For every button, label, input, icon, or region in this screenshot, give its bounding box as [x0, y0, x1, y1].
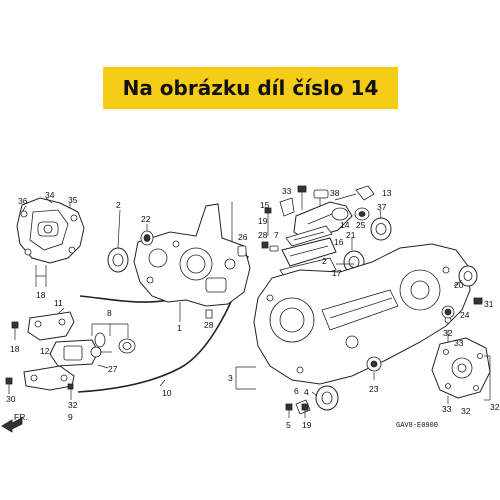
callout-30: 30 [6, 394, 16, 404]
callout-10: 10 [162, 388, 172, 398]
lever-9[interactable] [23, 365, 75, 391]
callout-18-left: 18 [10, 344, 20, 354]
bracket-11[interactable] [27, 311, 75, 341]
seal-24[interactable] [441, 305, 455, 319]
direction-label: FR. [14, 412, 28, 422]
bolt-31[interactable] [473, 297, 483, 305]
seal-8[interactable] [94, 332, 136, 354]
callout-28-center: 28 [258, 230, 268, 240]
callout-21: 21 [346, 230, 356, 240]
callout-16: 16 [334, 237, 344, 247]
bolt-32-left[interactable] [67, 383, 74, 400]
dowel-26[interactable] [237, 245, 247, 257]
callout-32-left: 32 [68, 400, 78, 410]
callout-1: 1 [177, 323, 182, 333]
title-banner: Na obrázku díl číslo 14 [103, 67, 398, 109]
bolt-5[interactable] [285, 403, 293, 418]
callout-2-center: 2 [322, 256, 327, 266]
bolt-33-top[interactable] [297, 185, 307, 210]
callout-26: 26 [238, 232, 248, 242]
bearing-4[interactable] [315, 385, 339, 411]
cover-plate-34[interactable] [16, 197, 85, 264]
callout-2-left: 2 [116, 200, 121, 210]
callout-32-bottom: 32 [461, 406, 471, 416]
gasket-16[interactable] [285, 225, 333, 247]
seal-25[interactable] [354, 207, 370, 221]
bolt-18-left[interactable] [11, 321, 19, 340]
bolt-19-bottom[interactable] [301, 403, 309, 418]
cap-13[interactable] [355, 185, 375, 201]
banner-title: Na obrázku díl číslo 14 [122, 76, 379, 100]
intake-pipe-14[interactable] [293, 201, 353, 241]
callout-4: 4 [304, 387, 309, 397]
callout-33-bottom: 33 [442, 404, 452, 414]
reed-block-21[interactable] [281, 237, 337, 267]
bearing-37[interactable] [370, 217, 392, 241]
callout-33-top: 33 [282, 186, 292, 196]
callout-17: 17 [332, 268, 342, 278]
bolt-19-top[interactable] [264, 207, 272, 236]
callout-32-top-right: 32 [443, 328, 453, 338]
front-direction-arrow [1, 417, 23, 433]
crankcase-left-1[interactable] [133, 203, 251, 307]
callout-6: 6 [294, 386, 299, 396]
callout-18-top: 18 [36, 290, 46, 300]
callout-34: 34 [45, 190, 55, 200]
bolt-30[interactable] [5, 377, 13, 394]
callout-31: 31 [484, 299, 494, 309]
bearing-2-left[interactable] [107, 247, 129, 273]
bolt-28-center[interactable] [261, 241, 269, 249]
callout-19-top: 19 [258, 216, 268, 226]
seal-23[interactable] [366, 356, 382, 372]
callout-5: 5 [286, 420, 291, 430]
callout-7: 7 [274, 230, 279, 240]
callout-14: 14 [340, 220, 350, 230]
callout-15: 15 [260, 200, 270, 210]
callout-23: 23 [369, 384, 379, 394]
pin-7[interactable] [269, 245, 279, 252]
bearing-20-right[interactable] [458, 265, 478, 287]
callout-25: 25 [356, 220, 366, 230]
tensioner-12[interactable] [49, 339, 112, 367]
callout-27: 27 [108, 364, 118, 374]
seal-22[interactable] [140, 230, 154, 246]
callout-12: 12 [40, 346, 50, 356]
callout-3: 3 [228, 373, 233, 383]
callout-38: 38 [330, 188, 340, 198]
leader-lines [21, 193, 482, 404]
callout-20: 20 [454, 280, 464, 290]
callout-37: 37 [377, 202, 387, 212]
callout-33-right: 33 [454, 338, 464, 348]
clip-15[interactable] [279, 197, 295, 217]
callout-numbers: 36 34 35 18 11 18 12 30 32 9 8 27 10 2 2… [6, 186, 500, 430]
callout-24: 24 [460, 310, 470, 320]
pin-28-left[interactable] [205, 309, 213, 319]
callout-9: 9 [68, 412, 73, 422]
callout-8: 8 [107, 308, 112, 318]
crankcase-right-3[interactable] [253, 243, 471, 385]
callout-35: 35 [68, 195, 78, 205]
cover-right-32[interactable] [431, 337, 491, 399]
diagram-code: GAV8-E0900 [396, 422, 438, 430]
callout-28-left: 28 [204, 320, 214, 330]
callout-13: 13 [382, 188, 392, 198]
callout-36: 36 [18, 196, 28, 206]
callout-11: 11 [54, 298, 63, 308]
callout-32-right: 32 [490, 402, 500, 412]
callout-22: 22 [141, 214, 151, 224]
callout-19-bottom: 19 [302, 420, 312, 430]
